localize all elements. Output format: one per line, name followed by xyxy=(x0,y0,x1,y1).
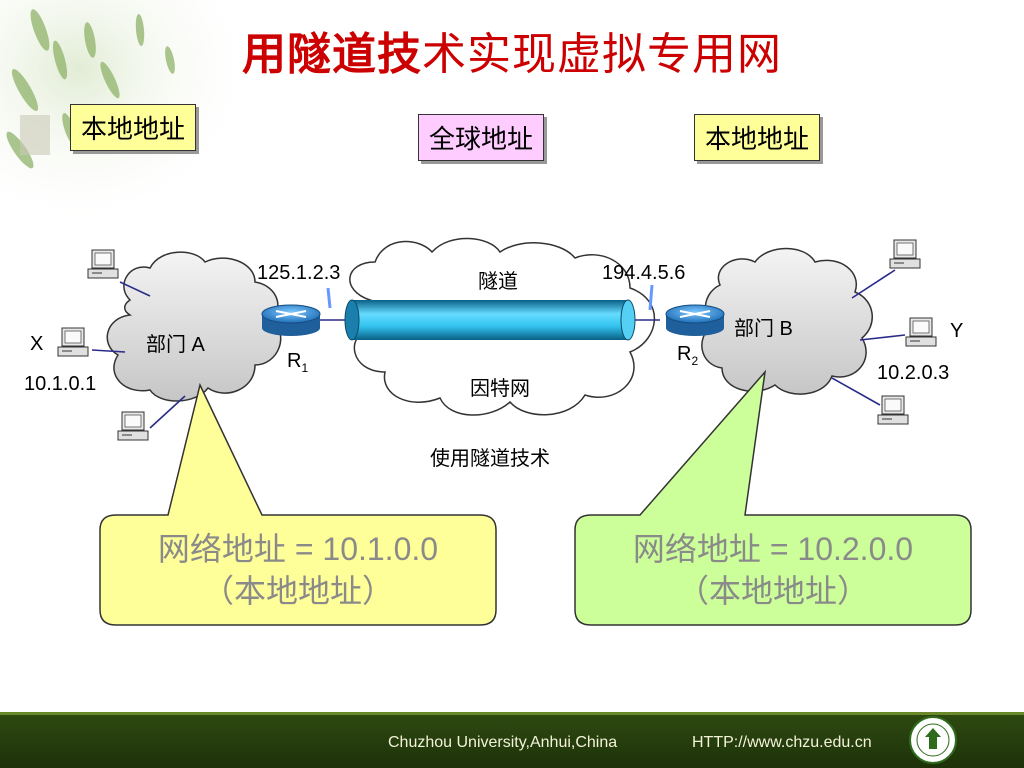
router-r2-icon xyxy=(665,304,725,336)
callout-left-line1: 网络地址 = 10.1.0.0 xyxy=(157,531,439,567)
page-title: 用隧道技术实现虚拟专用网 xyxy=(0,18,1024,82)
tunnel-caption: 使用隧道技术 xyxy=(430,448,550,470)
university-seal-icon xyxy=(909,716,957,764)
dept-b-label: 部门 B xyxy=(734,318,793,340)
link-pc-x xyxy=(91,349,126,353)
title-bold-part: 用隧道技 xyxy=(242,29,422,80)
tunnel-pipe xyxy=(344,299,636,341)
router-r1-icon xyxy=(261,304,321,336)
callout-right-shape xyxy=(574,369,972,626)
title-rest: 术实现虚拟专用网 xyxy=(422,29,782,80)
global-address-label: 全球地址 xyxy=(418,114,545,161)
r2-ip-label: 194.4.5.6 xyxy=(602,262,686,284)
link-pc-b-bottom xyxy=(831,377,881,406)
internet-label: 因特网 xyxy=(470,378,530,400)
footer-university: Chuzhou University,Anhui,China xyxy=(388,734,618,751)
router-r2-letter: R xyxy=(677,343,692,365)
callout-right-text: 网络地址 = 10.2.0.0 （本地地址） xyxy=(575,528,971,612)
dept-a-cloud xyxy=(106,251,282,402)
r1-ip-label: 125.1.2.3 xyxy=(257,262,341,284)
computer-icon-b-bottom xyxy=(877,395,909,425)
callout-left-line2: （本地地址） xyxy=(201,573,394,609)
computer-icon-b-top xyxy=(889,239,921,269)
host-x-label: X xyxy=(30,333,44,355)
computer-icon-a-bottom xyxy=(117,411,149,441)
ip-r1-pointer xyxy=(326,287,332,309)
dept-b-cloud xyxy=(701,247,873,395)
link-pc-y xyxy=(859,334,906,341)
callout-left-text: 网络地址 = 10.1.0.0 （本地地址） xyxy=(100,528,496,612)
router-r1-label: R1 xyxy=(287,350,308,375)
link-pc-b-top xyxy=(851,269,896,299)
footer-bar: Chuzhou University,Anhui,China HTTP://ww… xyxy=(0,712,1024,768)
link-pc-a-bottom xyxy=(149,395,186,429)
building-silhouette xyxy=(20,115,50,155)
router-r2-subscript: 2 xyxy=(691,354,699,368)
callout-right-line1: 网络地址 = 10.2.0.0 xyxy=(632,531,914,567)
link-pc-a-top xyxy=(119,281,151,297)
host-y-label: Y xyxy=(950,320,964,342)
computer-icon-x xyxy=(57,327,89,357)
vpn-diagram xyxy=(57,237,972,626)
footer-band xyxy=(0,712,1024,715)
router-r2-label: R2 xyxy=(677,343,698,368)
callout-left-shape xyxy=(99,382,497,626)
dept-a-label: 部门 A xyxy=(146,334,205,356)
footer-url: HTTP://www.chzu.edu.cn xyxy=(692,734,872,751)
computer-icon-y xyxy=(905,317,937,347)
host-y-ip: 10.2.0.3 xyxy=(877,362,950,384)
callout-right-line2: （本地地址） xyxy=(676,573,869,609)
local-address-label-right: 本地地址 xyxy=(694,114,821,161)
router-r1-subscript: 1 xyxy=(301,361,309,375)
router-r1-letter: R xyxy=(287,350,302,372)
computer-icon-a-top xyxy=(87,249,119,279)
local-address-label-left: 本地地址 xyxy=(70,104,197,151)
host-x-ip: 10.1.0.1 xyxy=(24,373,97,395)
willow-leaves-decoration xyxy=(6,9,175,169)
ip-r2-pointer xyxy=(648,284,654,311)
tunnel-label: 隧道 xyxy=(478,271,518,293)
